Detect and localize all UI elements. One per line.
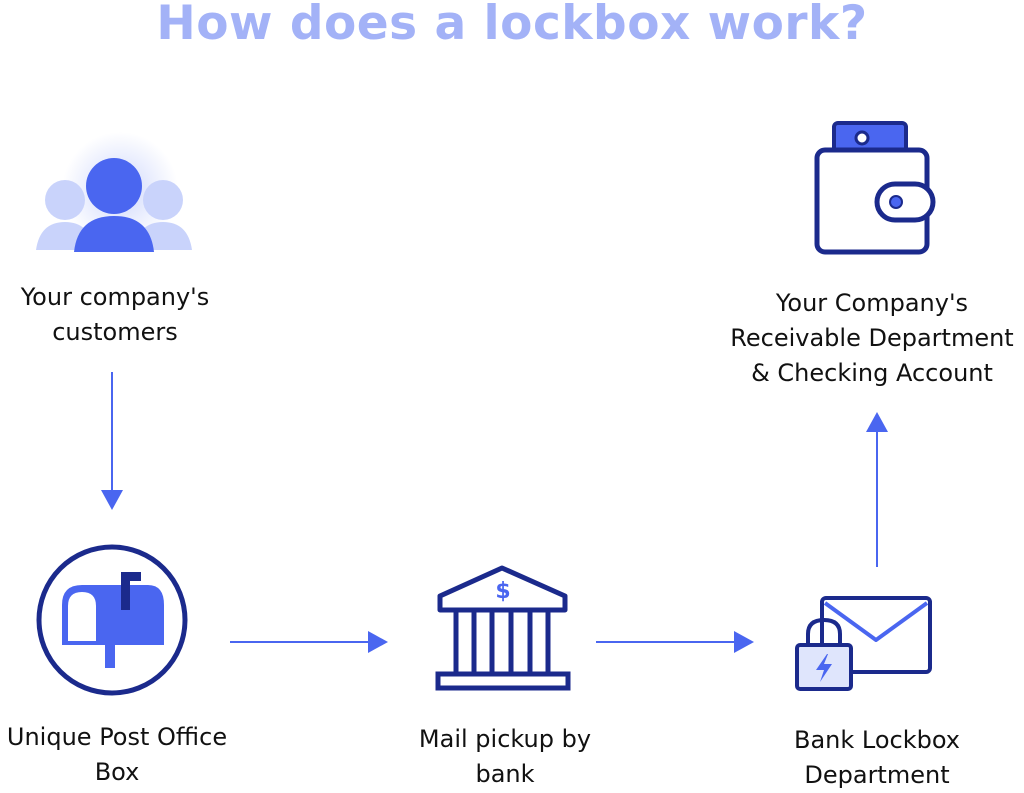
locked-envelope-icon xyxy=(795,596,932,691)
customers-label: Your company's customers xyxy=(20,283,210,346)
arrow-up xyxy=(866,412,888,567)
arrow-right-2 xyxy=(596,631,754,653)
lockbox-department-label: Bank Lockbox Department xyxy=(793,726,961,789)
bank-pickup-label: Mail pickup by bank xyxy=(418,725,592,788)
po-box-label: Unique Post Office Box xyxy=(6,723,228,786)
mailbox-icon xyxy=(36,544,188,696)
receivable-department-label: Your Company's Receivable Department & C… xyxy=(730,289,1014,387)
page-title: How does a lockbox work? xyxy=(156,0,868,51)
arrow-right-1 xyxy=(230,631,388,653)
wallet-icon xyxy=(814,121,936,255)
arrow-down xyxy=(101,372,123,510)
dollar-sign-icon: $ xyxy=(495,579,510,604)
customers-icon xyxy=(36,132,192,252)
bank-icon: $ xyxy=(435,565,571,691)
